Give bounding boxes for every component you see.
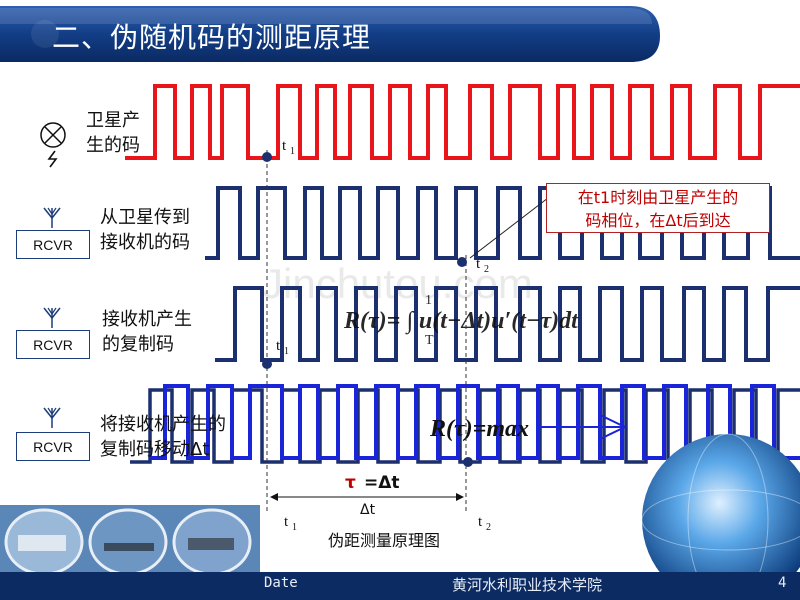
row-label-replica-code: 接收机产生 的复制码: [102, 307, 192, 357]
svg-text:R(τ)= ∫ u(t−Δt)u′(t−τ)dt: R(τ)= ∫ u(t−Δt)u′(t−τ)dt: [343, 308, 579, 335]
antenna-icon: [43, 207, 61, 228]
svg-text:t: t: [276, 338, 281, 354]
replica-code-waveform: [215, 286, 800, 362]
footer-bar: [0, 572, 800, 600]
svg-text:t: t: [476, 256, 481, 272]
t2-shift-marker-dot: [463, 457, 473, 467]
row-label-line: 复制码移动Δt: [100, 439, 210, 460]
title-bar: [0, 0, 800, 68]
row-label-line: 接收机产生: [102, 309, 192, 330]
svg-text:1: 1: [284, 346, 289, 357]
callout-line: 码相位，在Δt后到达: [585, 211, 731, 230]
svg-text:=Δt: =Δt: [364, 473, 400, 493]
row-label-satellite-code: 卫星产 生的码: [86, 108, 140, 158]
delta-t-label: Δt: [360, 502, 376, 518]
footer-date: Date: [264, 575, 298, 591]
page-number: 4: [778, 575, 787, 591]
row-label-line: 接收机的码: [100, 232, 190, 253]
correlation-formula: R(τ)= ∫ u(t−Δt)u′(t−τ)dt 1 T: [343, 293, 579, 348]
row-label-line: 从卫星传到: [100, 207, 190, 228]
antenna-icon: [43, 407, 61, 428]
transport-photo-strip: [0, 505, 260, 576]
svg-text:t: t: [478, 514, 483, 530]
correlation-result-formula: R(τ)=max: [429, 413, 628, 442]
t1-marker-dot: [262, 152, 272, 162]
t2-marker-dot: [457, 257, 467, 267]
slide-title: 二、伪随机码的测距原理: [52, 21, 372, 54]
rcvr-box: RCVR: [16, 230, 90, 259]
rcvr-box: RCVR: [16, 330, 90, 359]
svg-text:R(τ)=max: R(τ)=max: [429, 416, 529, 442]
callout-box: 在t1时刻由卫星产生的 码相位，在Δt后到达: [546, 183, 770, 233]
svg-text:t: t: [282, 138, 287, 154]
row-label-line: 的复制码: [102, 334, 174, 355]
svg-text:2: 2: [486, 522, 491, 533]
svg-text:1: 1: [425, 293, 432, 308]
svg-text:2: 2: [484, 264, 489, 275]
callout-line: 在t1时刻由卫星产生的: [577, 188, 739, 207]
svg-text:t: t: [284, 514, 289, 530]
svg-text:1: 1: [290, 146, 295, 157]
tau-label: τ =Δt: [345, 473, 400, 493]
figure-caption: 伪距测量原理图: [328, 531, 441, 550]
globe-graphic: [641, 433, 800, 600]
row-label-line: 卫星产: [86, 110, 140, 131]
row-label-received-code: 从卫星传到 接收机的码: [100, 205, 190, 255]
footer-organization: 黄河水利职业技术学院: [452, 576, 603, 594]
svg-text:T: T: [425, 333, 434, 348]
callout-pointer: [469, 197, 549, 259]
row-label-line: 将接收机产生的: [100, 414, 226, 435]
rcvr-box: RCVR: [16, 432, 90, 461]
row-label-line: 生的码: [86, 135, 140, 156]
antenna-icon: [43, 307, 61, 328]
svg-text:τ: τ: [345, 473, 356, 493]
satellite-icon: [40, 122, 66, 168]
shifted-replica-waveform: [150, 384, 800, 460]
satellite-code-waveform: [125, 84, 800, 160]
row-label-shifted-code: 将接收机产生的 复制码移动Δt: [100, 412, 226, 462]
t1-replica-marker-dot: [262, 359, 272, 369]
svg-text:1: 1: [292, 522, 297, 533]
